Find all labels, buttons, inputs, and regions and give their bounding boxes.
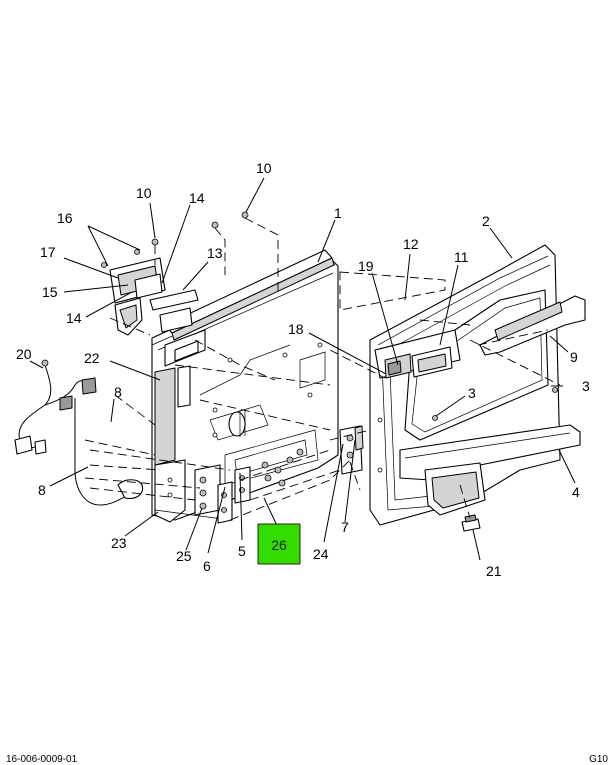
- explosion-lines: [84, 217, 561, 521]
- panel-fasteners: [261, 448, 304, 487]
- callout-6: 6: [203, 558, 211, 574]
- bracket-13: [149, 289, 199, 333]
- callout-14-top: 14: [189, 190, 205, 206]
- callout-13: 13: [207, 245, 223, 261]
- lower-bracket-set: [194, 464, 251, 524]
- inner-door-panel: [151, 249, 339, 521]
- window-seal-12: [339, 271, 446, 311]
- callout-11: 11: [454, 249, 469, 265]
- trim-strip-22: [154, 365, 191, 466]
- grab-handle-9: [479, 295, 586, 356]
- footer-drawing-number: 16-006-0009-01: [6, 754, 78, 765]
- leader-lines: [29, 177, 576, 561]
- callout-16: 16: [57, 210, 73, 226]
- callout-15: 15: [42, 284, 58, 300]
- switch-bezel-assembly: [101, 238, 166, 336]
- callout-3-left: 3: [468, 385, 476, 401]
- callout-26: 26: [271, 537, 287, 553]
- callout-21: 21: [486, 563, 502, 579]
- callout-7: 7: [341, 519, 349, 535]
- highlighted-callout-26[interactable]: 26: [257, 523, 301, 565]
- callout-14-bottom: 14: [66, 310, 82, 326]
- callout-19: 19: [358, 258, 374, 274]
- callout-12: 12: [403, 236, 419, 252]
- callout-23: 23: [111, 535, 127, 551]
- bracket-23: [154, 459, 231, 523]
- callout-24: 24: [313, 546, 329, 562]
- callout-labels: 1 2 3 3 4 5 6 7 8 8 9 10 10 11 12 13 14 …: [16, 160, 590, 579]
- callout-10-top: 10: [256, 160, 272, 176]
- wiring-harness: [14, 359, 144, 506]
- callout-4: 4: [572, 484, 580, 500]
- screws-3: [432, 387, 558, 421]
- callout-5: 5: [238, 543, 246, 559]
- callout-25: 25: [176, 548, 192, 564]
- callout-1: 1: [334, 205, 342, 221]
- callout-9: 9: [570, 349, 578, 365]
- clip-21: [461, 514, 481, 532]
- callout-2: 2: [482, 213, 490, 229]
- callout-17: 17: [40, 244, 56, 260]
- highlight-box[interactable]: [257, 523, 301, 565]
- footer-page-code: G10: [589, 754, 608, 765]
- callout-10-left: 10: [136, 185, 152, 201]
- armrest-4: [399, 424, 581, 516]
- callout-18: 18: [288, 321, 304, 337]
- callout-8-upper: 8: [114, 384, 122, 400]
- callout-22: 22: [84, 350, 100, 366]
- latch-assembly: [339, 425, 364, 475]
- callout-8-lower: 8: [38, 482, 46, 498]
- callout-20: 20: [16, 346, 32, 362]
- callout-3-right: 3: [582, 378, 590, 394]
- screws-10: [211, 211, 249, 229]
